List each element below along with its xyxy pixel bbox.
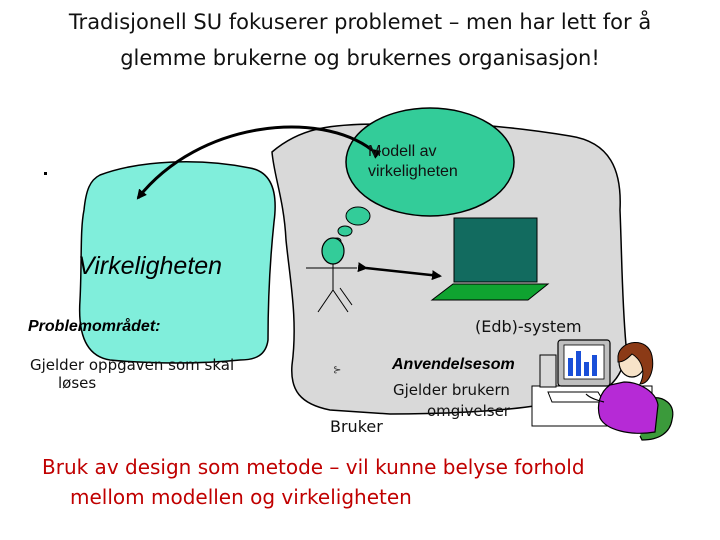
woman-at-computer-icon (531, 339, 674, 441)
problem-description-line-2: løses (58, 374, 97, 392)
use-area-label: Anvendelsesom (392, 356, 515, 373)
stray-dot (44, 172, 47, 175)
system-label: (Edb)-system (475, 317, 582, 336)
title-line-2: glemme brukerne og brukernes organisasjo… (120, 46, 600, 70)
problem-description-line-1: Gjelder oppgaven som skal (30, 356, 235, 374)
model-to-reality-arrow (136, 125, 382, 200)
reality-label: Virkeligheten (78, 252, 223, 280)
slide-caption: Bruk av design som metode – vil kunne be… (42, 452, 702, 512)
use-description-line-2: omgivelser (427, 402, 510, 420)
system-keyboard (430, 283, 550, 301)
model-label-line-2: virkeligheten (368, 163, 458, 180)
small-mark-icon: ⊱ (333, 365, 341, 376)
user-system-arrow (357, 262, 442, 281)
slide-title: Tradisjonell SU fokuserer problemet – me… (20, 4, 700, 76)
model-label-line-1: Modell av (368, 143, 437, 160)
user-stick-figure (306, 237, 357, 313)
thought-bubble-mid (337, 225, 353, 237)
caption-line-1: Bruk av design som metode – vil kunne be… (42, 455, 585, 479)
system-screen (453, 217, 538, 283)
use-description-line-1: Gjelder brukern (393, 381, 510, 399)
problem-area-label: Problemområdet: (28, 318, 161, 335)
caption-line-2: mellom modellen og virkeligheten (70, 485, 412, 509)
title-line-1: Tradisjonell SU fokuserer problemet – me… (68, 10, 652, 34)
model-label: Modell av virkeligheten (368, 142, 458, 182)
thought-bubble-large (345, 206, 371, 226)
problem-description: Gjelder oppgaven som skal løses (30, 356, 234, 392)
user-label: Bruker (330, 417, 383, 436)
